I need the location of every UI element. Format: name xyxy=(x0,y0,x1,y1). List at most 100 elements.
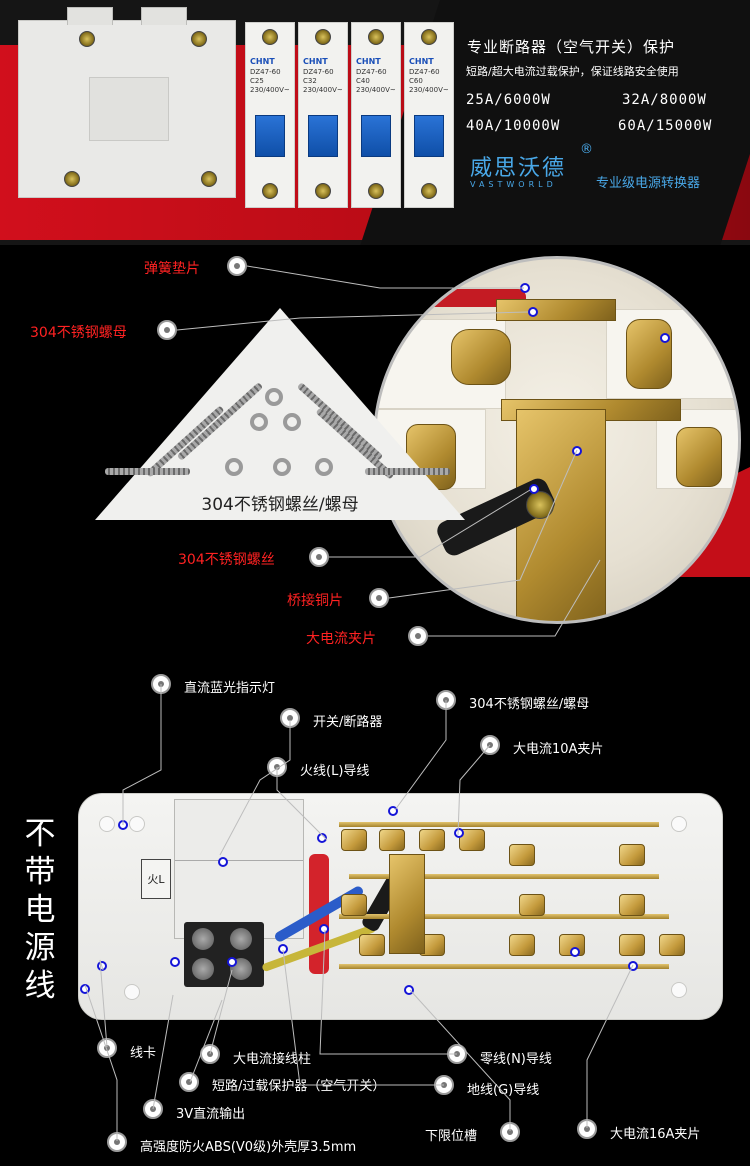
mount-hole xyxy=(671,816,687,832)
label-bullet-icon xyxy=(107,1132,127,1152)
label-bullet-icon xyxy=(179,1072,199,1092)
screw-triangle xyxy=(95,308,465,520)
marker-dot xyxy=(454,828,464,838)
breaker-brand: CHNT xyxy=(250,57,275,66)
screw-icon xyxy=(315,29,331,45)
mount-hole xyxy=(124,984,140,1000)
screw-icon xyxy=(368,29,384,45)
label-dc-blue-light: 直流蓝光指示灯 xyxy=(184,681,276,696)
label-cable-clamp: 线卡 xyxy=(130,1046,157,1061)
label-bullet-icon xyxy=(480,735,500,755)
copper-clip xyxy=(509,934,535,956)
strip-section: 不带电源线 火L xyxy=(0,665,750,1166)
screw-icon xyxy=(296,382,384,461)
label-bridge-copper: 桥接铜片 xyxy=(287,593,343,609)
copper-clip xyxy=(341,894,367,916)
marker-dot xyxy=(170,957,180,967)
screw-icon xyxy=(145,405,225,478)
nut-icon xyxy=(283,413,301,431)
marker-dot xyxy=(529,484,539,494)
marker-dot xyxy=(97,961,107,971)
mount-hole xyxy=(129,816,145,832)
copper-bar xyxy=(339,964,669,969)
copper-clip xyxy=(659,934,685,956)
label-ss-nut: 304不锈钢螺母 xyxy=(30,325,127,341)
copper-bar xyxy=(496,299,616,321)
label-bullet-icon xyxy=(97,1038,117,1058)
breaker-module xyxy=(174,799,304,939)
marker-dot xyxy=(218,857,228,867)
marker-dot xyxy=(404,985,414,995)
screw-icon xyxy=(192,958,214,980)
label-bullet-icon xyxy=(309,547,329,567)
copper-clip xyxy=(509,844,535,866)
marker-dot xyxy=(570,947,580,957)
bridge-copper-plate xyxy=(389,854,425,954)
marker-dot xyxy=(520,283,530,293)
breaker-lever xyxy=(255,115,285,157)
marker-dot xyxy=(388,806,398,816)
copper-clip xyxy=(379,829,405,851)
label-neutral-wire: 零线(N)导线 xyxy=(480,1052,552,1067)
spec-40a: 40A/10000W xyxy=(466,118,561,134)
copper-clip xyxy=(359,934,385,956)
mount-hole xyxy=(99,816,115,832)
breaker-bump xyxy=(141,7,187,25)
spec-60a: 60A/15000W xyxy=(618,118,713,134)
copper-bar xyxy=(339,914,669,919)
label-bullet-icon xyxy=(267,757,287,777)
marker-dot xyxy=(628,961,638,971)
label-dc-3v: 3V直流输出 xyxy=(176,1107,246,1122)
label-high-current-clip: 大电流夹片 xyxy=(306,631,376,647)
marker-dot xyxy=(118,820,128,830)
label-bullet-icon xyxy=(500,1122,520,1142)
screw-icon xyxy=(201,171,217,187)
copper-clip xyxy=(626,319,672,389)
label-spring-washer: 弹簧垫片 xyxy=(144,261,200,277)
label-bullet-icon xyxy=(408,626,428,646)
label-ground-wire: 地线(G)导线 xyxy=(467,1083,540,1098)
label-clip-16a: 大电流16A夹片 xyxy=(610,1127,701,1142)
screw-icon xyxy=(421,183,437,199)
copper-clip xyxy=(519,894,545,916)
nut-icon xyxy=(315,458,333,476)
no-power-cord-text: 不带电源线 xyxy=(24,816,56,1004)
breaker-seam xyxy=(175,860,303,861)
breaker-brand: CHNT xyxy=(409,57,434,66)
label-bullet-icon xyxy=(369,588,389,608)
header-title: 专业断路器（空气开关）保护 xyxy=(467,38,676,56)
copper-bar xyxy=(339,822,659,827)
breaker-lever xyxy=(308,115,338,157)
copper-clip xyxy=(676,427,722,487)
screw-icon xyxy=(191,31,207,47)
label-bullet-icon xyxy=(447,1044,467,1064)
marker-dot xyxy=(227,957,237,967)
spec-32a: 32A/8000W xyxy=(622,92,707,108)
label-bullet-icon xyxy=(434,1075,454,1095)
screw-icon xyxy=(105,468,190,475)
header-subtitle: 短路/超大电流过载保护，保证线路安全使用 xyxy=(466,65,679,78)
label-terminal-post: 大电流接线柱 xyxy=(233,1052,312,1067)
nut-icon xyxy=(225,458,243,476)
screw-icon xyxy=(365,468,450,475)
label-bullet-icon xyxy=(157,320,177,340)
label-shell: 高强度防火ABS(V0级)外壳厚3.5mm xyxy=(140,1140,357,1155)
label-live-wire: 火线(L)导线 xyxy=(300,764,370,779)
nut-icon xyxy=(273,458,291,476)
brand-english: VASTWORLD xyxy=(470,180,557,189)
label-bullet-icon xyxy=(577,1119,597,1139)
screw-icon xyxy=(315,183,331,199)
nut-icon xyxy=(250,413,268,431)
label-clip-10a: 大电流10A夹片 xyxy=(513,742,604,757)
label-bullet-icon xyxy=(280,708,300,728)
copper-clip xyxy=(619,844,645,866)
label-limit-slot: 下限位槽 xyxy=(425,1129,478,1144)
label-bullet-icon xyxy=(227,256,247,276)
screw-icon xyxy=(262,29,278,45)
